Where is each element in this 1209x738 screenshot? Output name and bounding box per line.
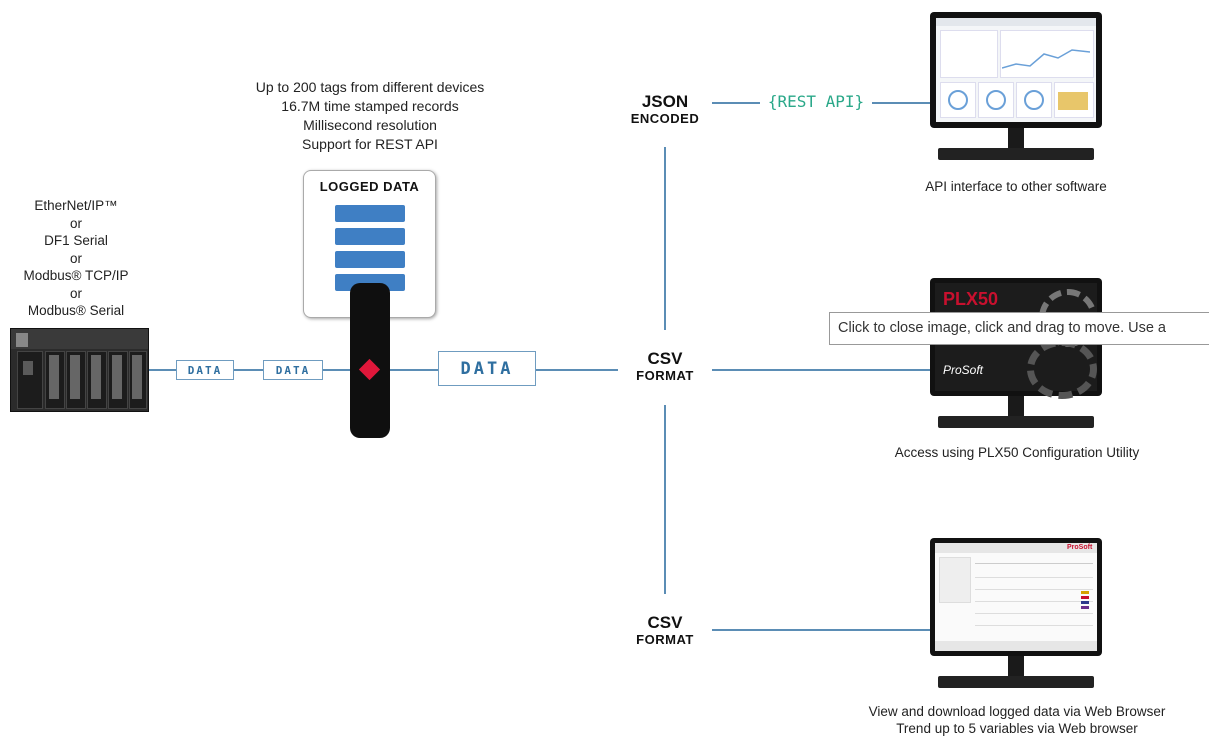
- prosoft-logo: ProSoft: [943, 363, 984, 377]
- csv-label-line2: FORMAT: [636, 632, 694, 647]
- protocol-modbus-tcp: Modbus® TCP/IP: [23, 268, 129, 283]
- link-csv2-to-monitor: [712, 629, 934, 631]
- link-vertical-bottom: [664, 405, 666, 594]
- plx50-title: PLX50: [943, 289, 999, 309]
- features-list: Up to 200 tags from different devices 16…: [224, 78, 516, 154]
- csv-label-line1: CSV: [647, 349, 683, 368]
- gauge-icon: [948, 90, 968, 110]
- caption-plx50: Access using PLX50 Configuration Utility: [894, 445, 1140, 460]
- web-browser-screen: ProSoft: [935, 543, 1097, 651]
- logged-data-title: LOGGED DATA: [319, 179, 420, 194]
- json-label-line1: JSON: [641, 92, 689, 111]
- data-logger-device: [350, 283, 390, 438]
- feature-resolution: Millisecond resolution: [303, 117, 437, 133]
- feature-tags: Up to 200 tags from different devices: [255, 79, 485, 95]
- protocol-or: or: [69, 215, 82, 231]
- status-led-diamond-icon: [358, 358, 381, 381]
- link-csv1-to-monitor: [712, 369, 934, 371]
- legend-swatch: [1081, 606, 1089, 609]
- csv-label-line1: CSV: [647, 613, 683, 632]
- prosoft-logo: ProSoft: [1067, 544, 1093, 551]
- csv-format-label-1: CSV FORMAT: [618, 349, 712, 384]
- feature-records: 16.7M time stamped records: [281, 98, 459, 114]
- database-disk: [335, 251, 405, 268]
- protocol-or: or: [69, 285, 82, 301]
- gauge-icon: [986, 90, 1006, 110]
- protocol-or: or: [69, 250, 82, 266]
- gauge-icon: [1024, 90, 1044, 110]
- data-tag-1: DATA: [176, 360, 234, 380]
- plc-rack-image: [10, 328, 149, 412]
- image-viewer-tooltip[interactable]: Click to close image, click and drag to …: [829, 312, 1209, 345]
- monitor-api: [930, 12, 1102, 172]
- database-disk: [335, 205, 405, 222]
- caption-web-1: View and download logged data via Web Br…: [868, 704, 1166, 719]
- data-tag-2: DATA: [263, 360, 323, 380]
- map-thumbnail-icon: [1058, 92, 1088, 110]
- json-label-line2: ENCODED: [630, 111, 700, 126]
- database-disk: [335, 228, 405, 245]
- keyboard-icon: [938, 676, 1094, 688]
- keyboard-icon: [938, 416, 1094, 428]
- gear-icon: [1027, 339, 1097, 399]
- legend-swatch: [1081, 601, 1089, 604]
- api-dashboard-screen: [936, 18, 1096, 122]
- json-encoded-label: JSON ENCODED: [618, 92, 712, 127]
- protocol-ethernet-ip: EtherNet/IP™: [34, 198, 118, 213]
- csv-format-label-2: CSV FORMAT: [618, 613, 712, 648]
- source-protocols-list: EtherNet/IP™ or DF1 Serial or Modbus® TC…: [6, 197, 146, 320]
- caption-api: API interface to other software: [925, 179, 1107, 194]
- feature-rest-api: Support for REST API: [302, 136, 438, 152]
- rest-api-label: {REST API}: [767, 92, 865, 111]
- caption-web-2: Trend up to 5 variables via Web browser: [896, 721, 1138, 736]
- link-vertical-top: [664, 147, 666, 330]
- link-json-to-restapi: [712, 102, 760, 104]
- legend-swatch: [1081, 591, 1089, 594]
- monitor-plx50: PLX50 ProSoft: [930, 278, 1102, 438]
- data-tag-3: DATA: [438, 351, 536, 386]
- protocol-modbus-serial: Modbus® Serial: [27, 303, 125, 318]
- csv-label-line2: FORMAT: [636, 368, 694, 383]
- link-restapi-to-monitor: [872, 102, 934, 104]
- legend-swatch: [1081, 596, 1089, 599]
- api-trend-chart-icon: [1002, 49, 1090, 69]
- protocol-df1-serial: DF1 Serial: [44, 233, 108, 248]
- monitor-web: ProSoft: [930, 538, 1102, 698]
- keyboard-icon: [938, 148, 1094, 160]
